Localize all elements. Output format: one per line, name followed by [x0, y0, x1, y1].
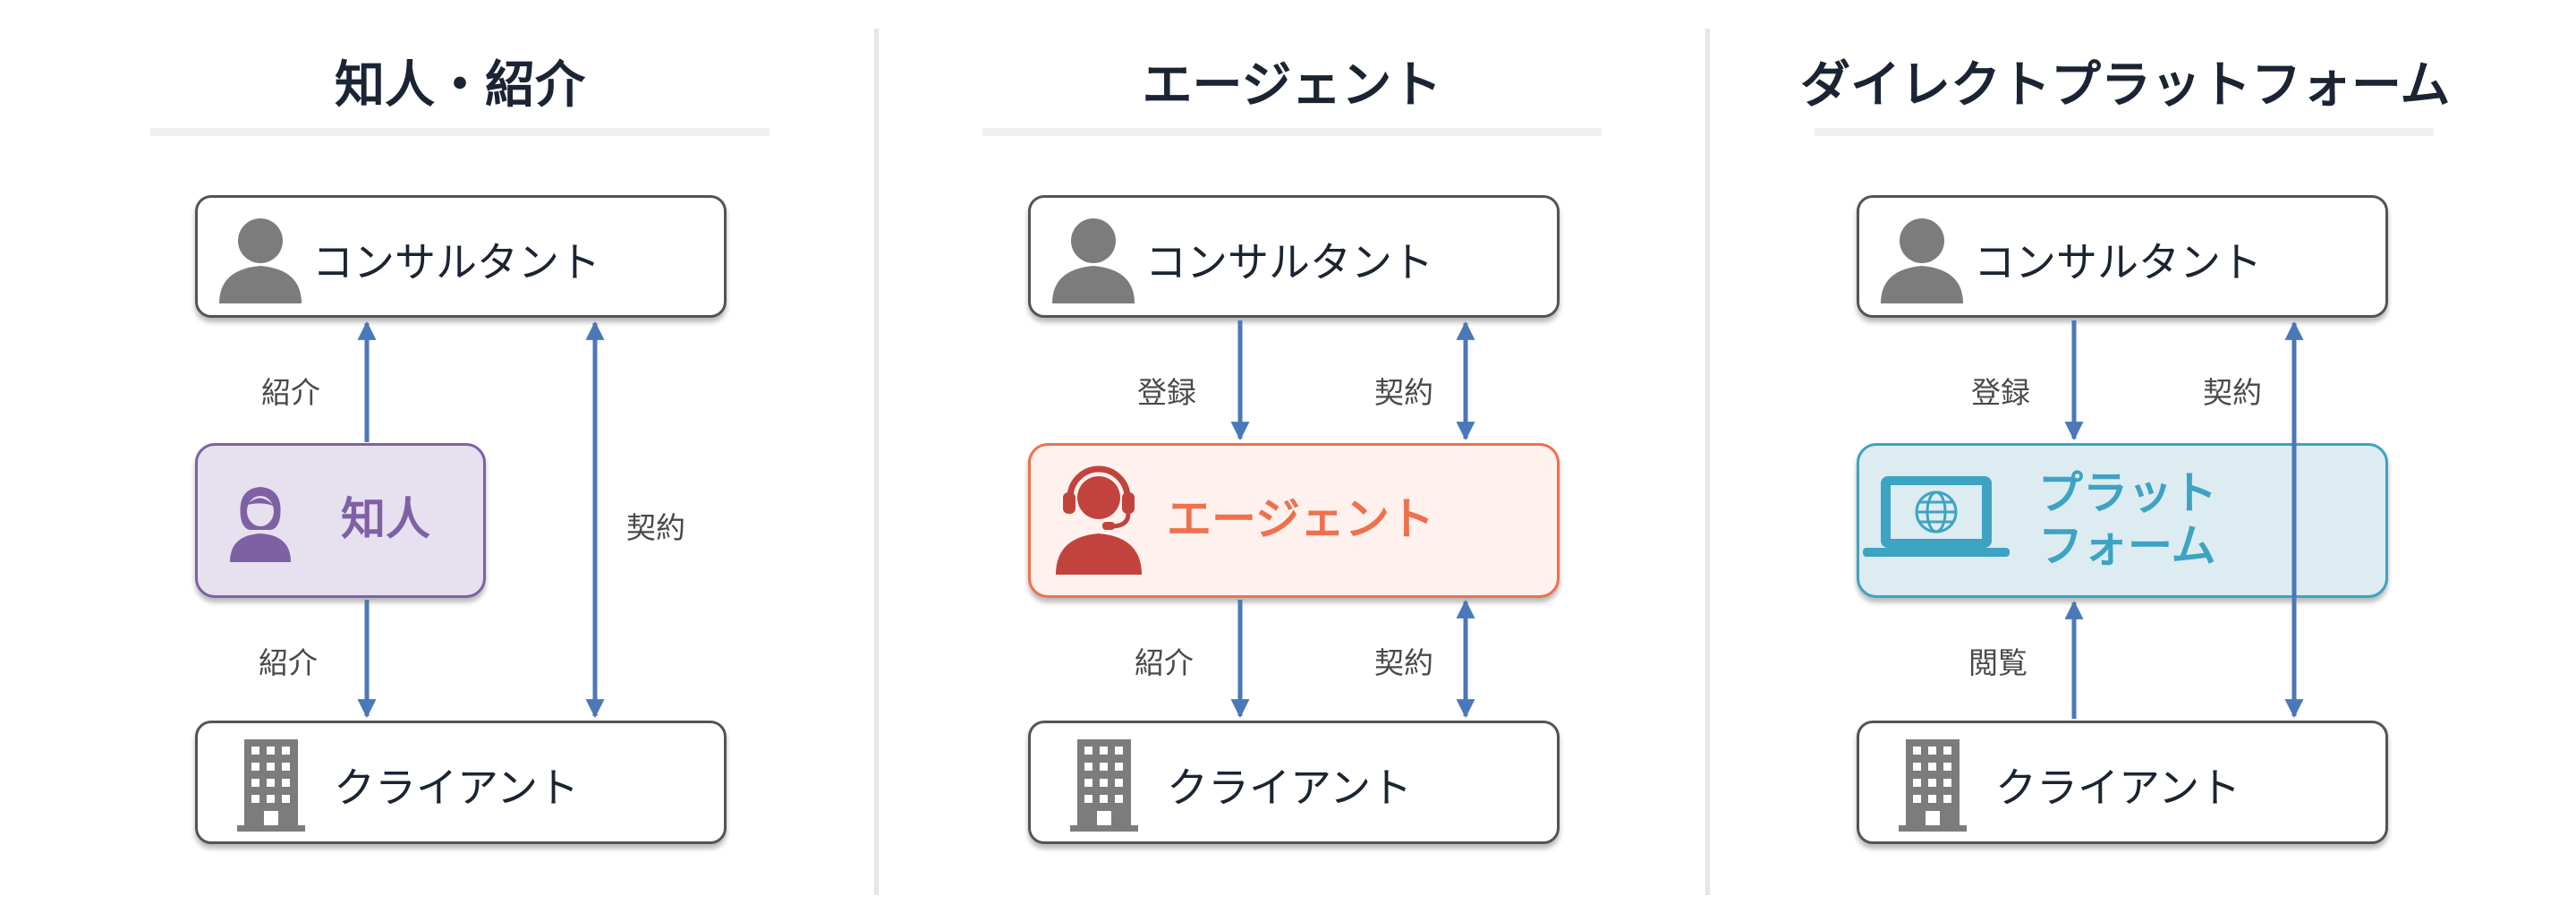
acquaintance-node: 知人 — [195, 443, 486, 598]
platform-node-label-line1: プラット — [2038, 467, 2217, 519]
agent-node-label: エージェント — [1167, 493, 1434, 545]
building-icon — [1070, 739, 1138, 832]
client-node-label: クライアント — [1167, 764, 1413, 812]
edge-label-contract: 契約 — [2203, 375, 2262, 410]
client-node-label: クライアント — [334, 764, 580, 812]
consultant-node-label: コンサルタント — [1974, 238, 2262, 286]
edge-label-contract: 契約 — [626, 510, 685, 545]
edge-label-contract: 契約 — [1374, 375, 1433, 410]
column-divider — [874, 29, 879, 895]
person-icon — [1052, 218, 1135, 303]
consultant-node-label: コンサルタント — [1145, 238, 1433, 286]
client-node: クライアント — [1028, 721, 1560, 844]
edge-label-referral: 紹介 — [1135, 645, 1194, 680]
column-title-referral: 知人・紹介 — [335, 56, 585, 115]
edge-label-register: 登録 — [1137, 375, 1196, 410]
client-node: クライアント — [1857, 721, 2388, 844]
edge-label-browse: 閲覧 — [1968, 645, 2028, 680]
laptop-globe-icon — [1863, 476, 2010, 557]
edge-label-referral-lower: 紹介 — [259, 645, 318, 680]
client-node-label: クライアント — [1995, 764, 2241, 812]
person-icon — [219, 218, 302, 303]
acquaintance-node-label: 知人 — [341, 493, 430, 545]
column-divider — [1705, 29, 1710, 895]
consultant-node: コンサルタント — [1857, 195, 2388, 318]
platform-node-label-line2: フォーム — [2038, 520, 2216, 572]
title-underline — [982, 128, 1602, 136]
client-node: クライアント — [195, 721, 727, 844]
title-underline — [150, 128, 769, 136]
building-icon — [237, 739, 305, 832]
person-icon — [1881, 218, 1963, 303]
consultant-node: コンサルタント — [1028, 195, 1560, 318]
woman-icon — [230, 487, 291, 562]
building-icon — [1899, 739, 1967, 832]
edge-label-register: 登録 — [1971, 375, 2030, 410]
consultant-node-label: コンサルタント — [312, 238, 600, 286]
headset-operator-icon — [1056, 465, 1142, 575]
consultant-node: コンサルタント — [195, 195, 727, 318]
title-underline — [1815, 128, 2434, 136]
edge-label-referral-upper: 紹介 — [261, 375, 320, 410]
agent-node: エージェント — [1028, 443, 1560, 598]
column-title-direct-platform: ダイレクトプラットフォーム — [1800, 56, 2451, 115]
edge-label-contract: 契約 — [1374, 645, 1433, 680]
platform-node-label: プラット フォーム — [2038, 467, 2217, 573]
column-title-agent: エージェント — [1142, 56, 1442, 115]
